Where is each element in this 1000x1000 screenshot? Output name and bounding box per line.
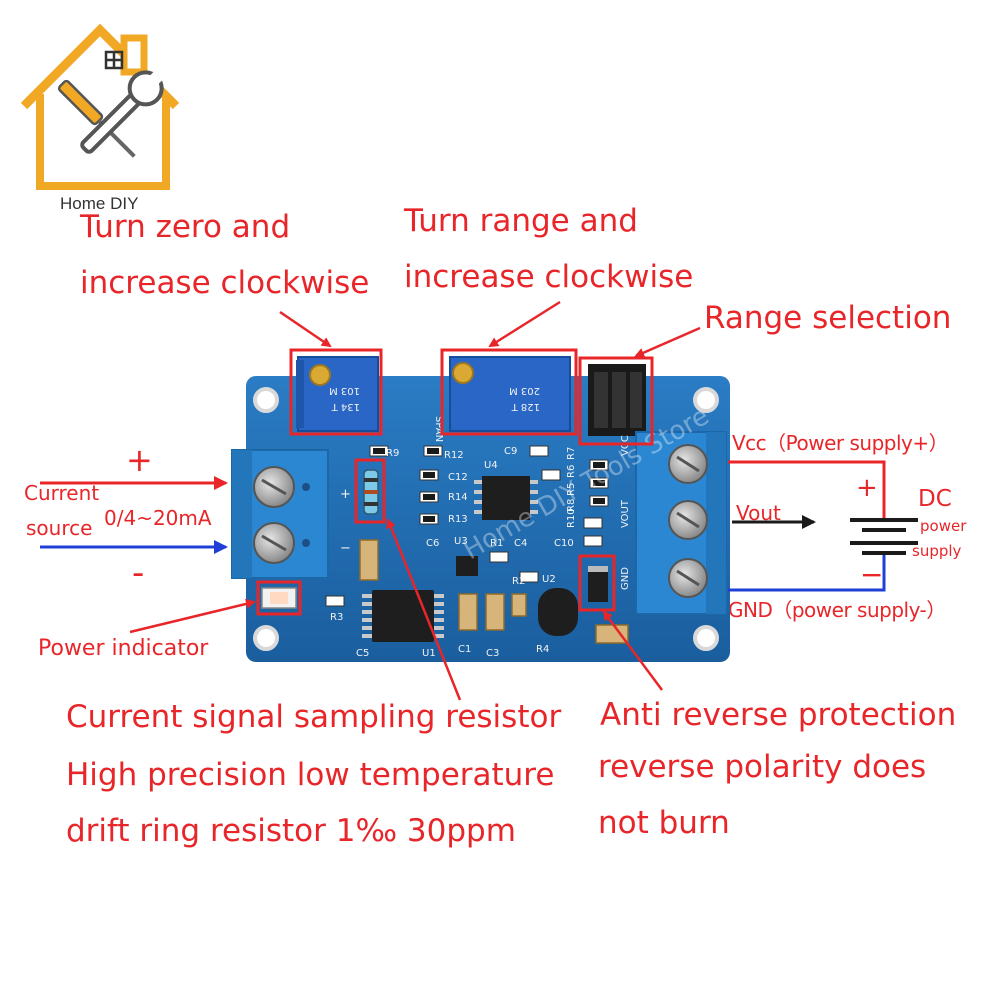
current-range-label: 0/4~20mA [104, 506, 212, 530]
silk-r9: R9 [386, 448, 399, 459]
battery-minus-sign: − [860, 558, 883, 591]
current-source-label-line2: source [26, 516, 93, 540]
silk-r3: R3 [330, 612, 343, 623]
range-jumper-header[interactable] [588, 364, 646, 436]
ic-u4 [474, 476, 538, 520]
pot2-value: 203 M [509, 385, 540, 396]
logo-text: Home DIY [60, 194, 139, 213]
silk-c12: C12 [448, 472, 468, 483]
zero-potentiometer[interactable]: 134 T 103 M [296, 356, 379, 432]
input-minus-sign: - [132, 553, 145, 593]
silk-c9: C9 [504, 446, 517, 457]
pot2-code: 128 T [511, 401, 540, 412]
zero-adjust-label-line2: increase clockwise [80, 265, 370, 301]
battery-icon [850, 518, 918, 555]
power-indicator-label: Power indicator [38, 636, 209, 661]
gnd-silk: GND [620, 567, 631, 590]
silk-c5: C5 [356, 648, 369, 659]
silk-r2: R2 [512, 576, 525, 587]
vcc-label: Vcc（Power supply+） [732, 431, 949, 455]
silk-minus: − [340, 541, 351, 556]
pot1-code: 134 T [331, 401, 360, 412]
zero-adjust-label-line1: Turn zero and [80, 209, 291, 245]
silk-r10: R10 [566, 508, 577, 528]
vcc-wire [728, 460, 886, 520]
silk-r6: R6 [566, 465, 577, 478]
silk-u1: U1 [422, 648, 436, 659]
silk-plus: + [340, 487, 351, 502]
range-adjust-label-line1: Turn range and [404, 203, 638, 239]
ic-u2-transistor [538, 588, 578, 636]
silk-r5: R5 [566, 483, 577, 496]
vout-silk: VOUT [620, 499, 631, 528]
silk-c4: C4 [514, 538, 527, 549]
input-terminal-block[interactable] [231, 449, 329, 579]
silk-r8: R8 [566, 499, 577, 512]
gnd-label: GND（power supply-） [728, 598, 946, 622]
silk-c10: C10 [554, 538, 574, 549]
vout-label: Vout [736, 501, 781, 525]
pot1-value: 103 M [329, 385, 360, 396]
anti-reverse-label-line1: Anti reverse protection [600, 697, 957, 733]
sampling-resistor [363, 469, 379, 515]
ic-u3 [456, 556, 478, 576]
range-potentiometer[interactable]: 128 T 203 M SPAN [433, 356, 571, 442]
silk-r1: R1 [490, 538, 503, 549]
range-selection-label: Range selection [704, 300, 952, 336]
anti-reverse-label-line2: reverse polarity does [598, 749, 927, 785]
range-adjust-label-line2: increase clockwise [404, 259, 694, 295]
anti-reverse-diode [588, 566, 608, 602]
silk-c1: C1 [458, 644, 471, 655]
house-tools-icon [20, 23, 180, 190]
home-diy-logo: Home DIY [16, 8, 186, 218]
silk-u2: U2 [542, 574, 556, 585]
dc-power-label: power [920, 517, 967, 535]
power-led [261, 587, 297, 609]
vcc-silk: VCC [620, 435, 631, 456]
capacitors [359, 539, 629, 644]
silk-r12: R12 [444, 450, 464, 461]
span-label: SPAN [433, 416, 444, 442]
current-source-label-line1: Current [24, 481, 100, 505]
input-plus-sign: + [126, 441, 153, 479]
sampling-resistor-label-line2: High precision low temperature [66, 757, 555, 793]
smd-components [325, 445, 609, 607]
sampling-resistor-label-line3: drift ring resistor 1‰ 30ppm [66, 813, 516, 849]
silk-c3: C3 [486, 648, 499, 659]
gnd-wire [728, 552, 886, 592]
silk-u4: U4 [484, 460, 498, 471]
ic-u1 [362, 590, 444, 642]
dc-label: DC [918, 486, 952, 512]
highlight-boxes [256, 348, 654, 616]
callout-arrows [129, 300, 701, 701]
silk-r7: R7 [566, 447, 577, 460]
silk-c6: C6 [426, 538, 439, 549]
silk-r14: R14 [448, 492, 468, 503]
dc-supply-label: supply [912, 542, 962, 560]
sampling-resistor-label-line1: Current signal sampling resistor [66, 699, 562, 735]
silk-u3: U3 [454, 536, 468, 547]
silk-r13: R13 [448, 514, 468, 525]
anti-reverse-label-line3: not burn [598, 805, 730, 841]
silk-r4: R4 [536, 644, 549, 655]
pcb-silkscreen-labels: R9 R12 C9 C12 R14 R13 U4 R6 R5 R7 R10 R8… [330, 446, 577, 659]
battery-plus-sign: + [856, 473, 878, 503]
output-terminal-block[interactable]: VCC VOUT GND [620, 431, 727, 615]
